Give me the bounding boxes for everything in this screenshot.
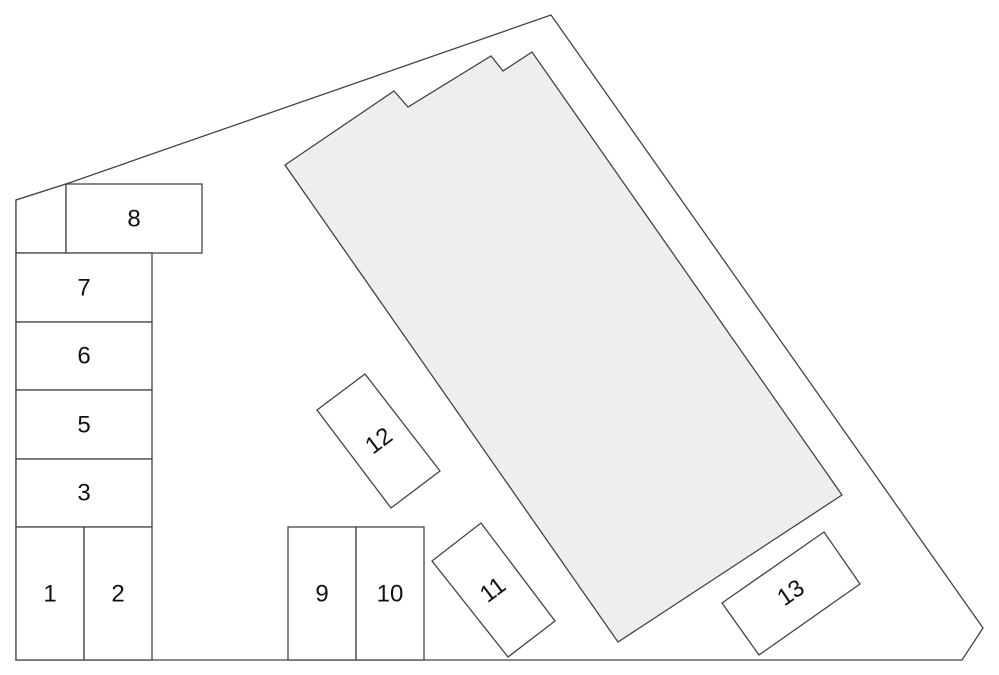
plot-label: 9 bbox=[315, 581, 328, 608]
main-building bbox=[284, 51, 843, 643]
plot-label: 1 bbox=[43, 581, 56, 608]
plot-12[interactable]: 12 bbox=[316, 373, 441, 509]
plot-5[interactable]: 5 bbox=[15, 389, 153, 460]
plot-label: 2 bbox=[111, 581, 124, 608]
plot-13[interactable]: 13 bbox=[721, 531, 861, 656]
plot-label: 8 bbox=[127, 206, 140, 233]
plot-label: 3 bbox=[77, 480, 90, 507]
plot-1[interactable]: 1 bbox=[15, 526, 85, 661]
plot-7[interactable]: 7 bbox=[15, 252, 153, 323]
plot-10[interactable]: 10 bbox=[355, 526, 425, 661]
plot-11[interactable]: 11 bbox=[431, 522, 556, 658]
plot-2[interactable]: 2 bbox=[83, 526, 153, 661]
plot-label: 7 bbox=[77, 275, 90, 302]
plot-6[interactable]: 6 bbox=[15, 321, 153, 391]
plot-label: 6 bbox=[77, 343, 90, 370]
corner-strip bbox=[15, 183, 67, 254]
plot-8[interactable]: 8 bbox=[65, 183, 203, 254]
plot-9[interactable]: 9 bbox=[287, 526, 357, 661]
plot-3[interactable]: 3 bbox=[15, 458, 153, 528]
plot-label: 5 bbox=[77, 412, 90, 439]
plot-label: 10 bbox=[377, 581, 404, 608]
